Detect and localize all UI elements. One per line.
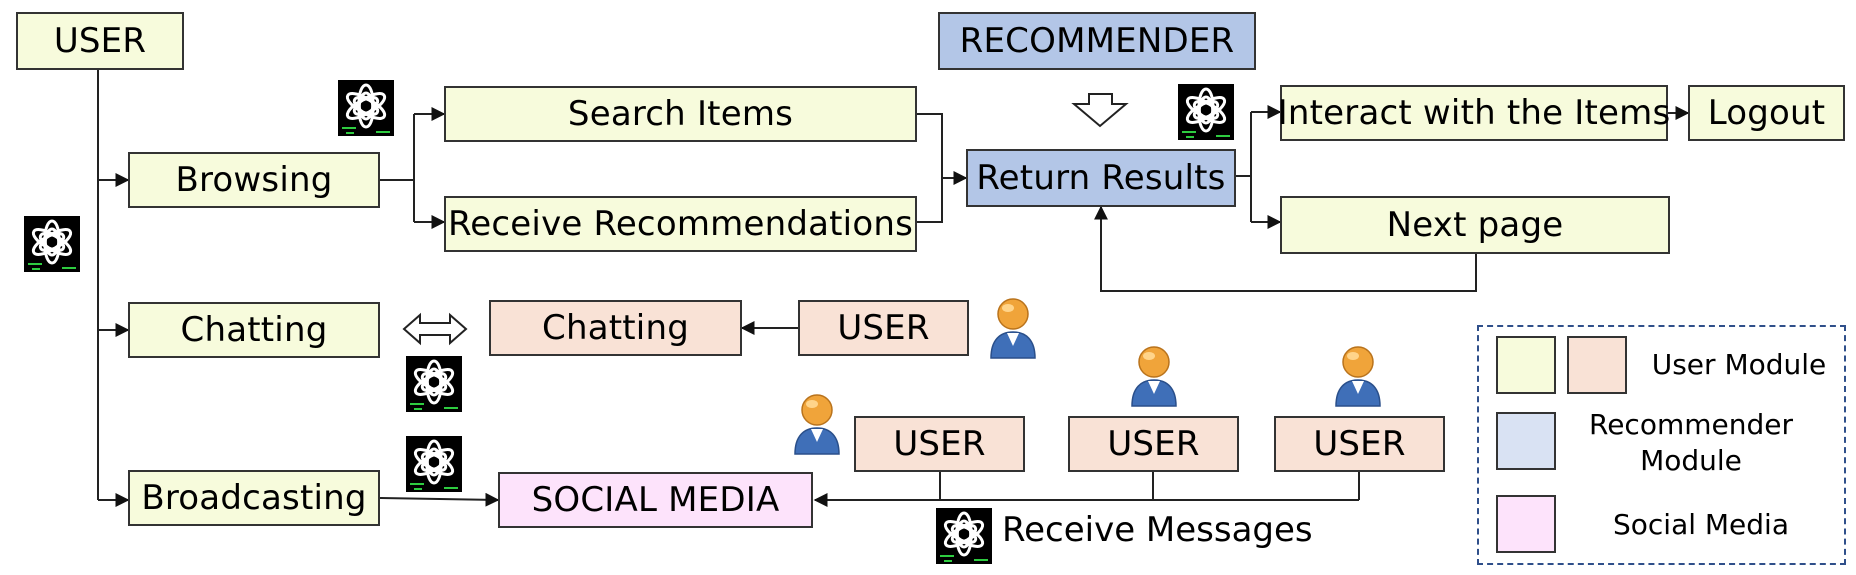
receive-recommendations-node: Receive Recommendations [444, 196, 917, 252]
browsing-node: Browsing [128, 152, 380, 208]
return-results-node: Return Results [966, 149, 1236, 207]
user-node-top: USER [16, 12, 184, 70]
loop-back-arrow [1094, 205, 1477, 292]
logout-node: Logout [1688, 85, 1845, 141]
openai-logo-icon [1178, 84, 1234, 140]
person-icon [1129, 344, 1179, 408]
person-icon [792, 392, 842, 456]
openai-logo-icon [406, 436, 462, 492]
legend-swatch-user-module-alt [1567, 336, 1627, 394]
openai-logo-icon [936, 508, 992, 564]
double-arrow-icon [402, 312, 468, 346]
legend-swatch-user-module [1496, 336, 1556, 394]
interact-items-node: Interact with the Items [1278, 85, 1670, 141]
person-icon [1333, 344, 1383, 408]
next-page-node: Next page [1280, 196, 1670, 254]
social-media-node: SOCIAL MEDIA [498, 472, 813, 528]
user-node-1: USER [854, 416, 1025, 472]
user-node-3: USER [1274, 416, 1445, 472]
person-icon [988, 296, 1038, 360]
user-chat-node: USER [798, 300, 969, 356]
openai-logo-icon [24, 216, 80, 272]
arrow-to-social-media [379, 492, 500, 507]
chatting-node-right: Chatting [489, 300, 742, 356]
legend-label-user-module: User Module [1651, 348, 1827, 381]
hollow-down-arrow-icon [1071, 93, 1129, 128]
legend-swatch-recommender-module [1496, 412, 1556, 470]
broadcasting-node: Broadcasting [128, 470, 380, 526]
legend: User Module Recommender Module Social Me… [1477, 325, 1846, 565]
openai-logo-icon [406, 356, 462, 412]
receive-messages-label: Receive Messages [1002, 510, 1313, 550]
recommender-node: RECOMMENDER [938, 12, 1256, 70]
legend-label-social-media: Social Media [1612, 508, 1789, 541]
user-node-2: USER [1068, 416, 1239, 472]
search-items-node: Search Items [444, 86, 917, 142]
chatting-node-left: Chatting [128, 302, 380, 358]
legend-label-recommender-module: Recommender Module [1589, 408, 1793, 477]
merge-line [917, 113, 943, 223]
legend-swatch-social-media [1496, 495, 1556, 553]
openai-logo-icon [338, 80, 394, 136]
